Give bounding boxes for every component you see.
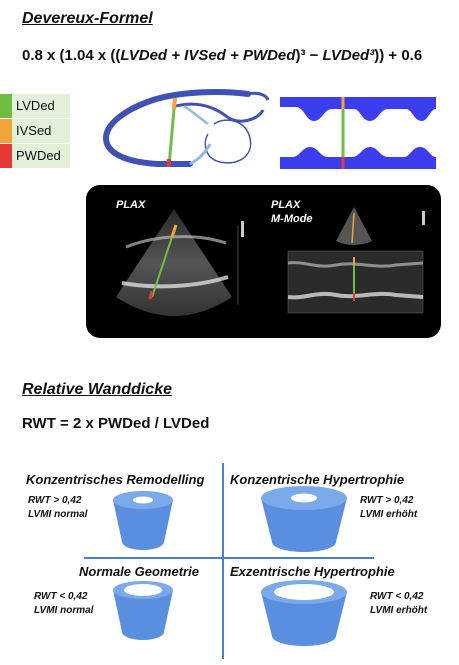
cylinder-normal-geometry [113, 581, 173, 640]
left-atrium [204, 119, 252, 164]
outflow-tract [175, 102, 265, 123]
lvded-swatch [0, 94, 12, 118]
aortic-valve [183, 104, 209, 125]
plax-sector [116, 209, 232, 316]
lvded-line [167, 97, 177, 167]
mmode-mini-sector [336, 207, 372, 245]
aorta [247, 91, 270, 101]
mmode-posterior-wall [280, 147, 436, 169]
mitral-valve [189, 143, 212, 166]
measurement-legend: LVDed IVSed PWDed [0, 94, 70, 169]
pwded-line [166, 158, 171, 168]
legend-item-pwded: PWDed [0, 144, 70, 169]
quadrant-title-concentric-hypertrophy: Konzentrische Hypertrophie [230, 472, 405, 487]
ivsed-line [172, 97, 177, 110]
echo-panel: PLAX PLAX M-Mode [86, 185, 441, 338]
plax-posterior-echo [121, 275, 229, 289]
mmode-greyscale-bar [422, 211, 425, 225]
plax-ivsed-line [170, 224, 178, 238]
mmode-posterior-echo [287, 291, 424, 300]
legend-label: LVDed [16, 98, 55, 113]
legend-label: IVSed [16, 123, 52, 138]
rwt-formula: RWT = 2 x PWDed / LVDed [22, 415, 210, 432]
mmode-schematic [280, 97, 436, 169]
legend-item-ivsed: IVSed [0, 119, 70, 144]
heart-schematic [102, 89, 270, 168]
mmode-septum-echo [287, 261, 424, 268]
ivsed-swatch [0, 119, 12, 143]
legend-label: PWDed [16, 148, 61, 163]
cylinder-concentric-remodelling [113, 491, 173, 550]
mmode-septum [280, 97, 436, 121]
plax-lvded-line [151, 236, 173, 298]
vertical-axis [222, 463, 224, 659]
quadrant-title-normal-geometry: Normale Geometrie [79, 564, 199, 579]
mmode-label-1: PLAX [271, 199, 301, 211]
pwded-swatch [0, 144, 12, 168]
mmode-cursor-line [351, 212, 355, 244]
legend-item-lvded: LVDed [0, 94, 70, 119]
cylinder-eccentric-hypertrophy [261, 580, 347, 646]
devereux-title: Devereux-Formel [22, 10, 153, 27]
plax-greyscale-bar [241, 221, 244, 237]
cylinder-concentric-hypertrophy [261, 486, 347, 552]
echo-images [116, 207, 425, 316]
plax-septum-echo [125, 235, 227, 249]
plax-label: PLAX [116, 199, 146, 211]
rwt-title: Relative Wanddicke [22, 381, 172, 398]
devereux-formula: 0.8 x (1.04 x ((LVDed + IVSed + PWDed)³ … [22, 47, 423, 64]
plax-pwded-line [148, 290, 154, 300]
mmode-label-2: M-Mode [271, 213, 313, 225]
quadrant-title-eccentric-hypertrophy: Exzentrische Hypertrophie [230, 564, 395, 579]
horizontal-axis [84, 557, 374, 559]
lv-wall [102, 89, 251, 167]
mmode-strip [287, 250, 424, 314]
quadrant-title-concentric-remodelling: Konzentrisches Remodelling [26, 472, 205, 487]
